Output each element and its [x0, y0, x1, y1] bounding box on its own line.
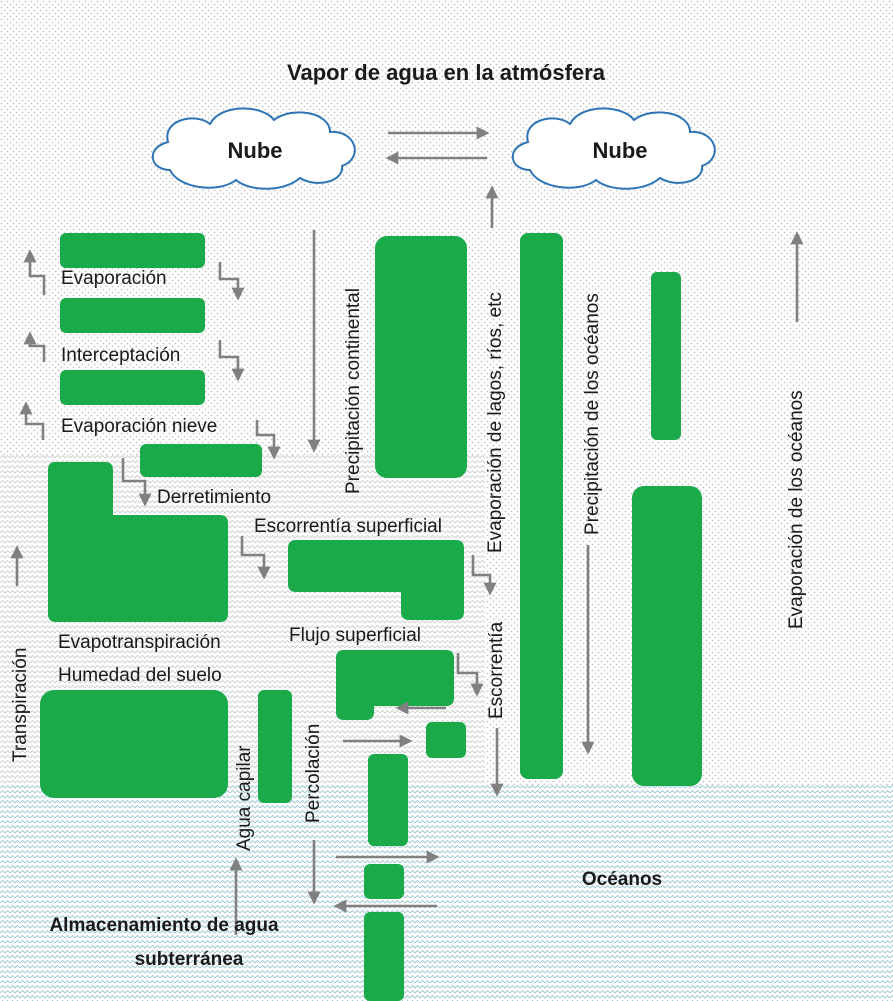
ocean-precipitation-box — [520, 233, 563, 779]
cloud-right-label: Nube — [593, 138, 648, 163]
surface-runoff-down-arrow — [471, 555, 497, 596]
evaporation-up-arrow — [23, 249, 46, 295]
label-runoff: Escorrentía — [486, 621, 507, 719]
evapotranspiration-to-runoff-arrow — [240, 536, 271, 580]
label-percolation: Percolación — [303, 724, 324, 823]
soil-moisture-box — [40, 690, 228, 798]
ocean-tall-box — [632, 486, 702, 786]
melt-down-arrow — [121, 458, 152, 507]
surface-flow-down-arrow — [456, 653, 484, 697]
label-capillary-water: Agua capilar — [234, 745, 255, 851]
label-surface-flow: Flujo superficial — [289, 625, 421, 646]
snow-evaporation-up-arrow — [19, 401, 45, 440]
groundwater-lower-box — [364, 912, 404, 1001]
label-soil-moisture: Humedad del suelo — [58, 665, 222, 686]
cloud-left-label: Nube — [228, 138, 283, 163]
label-melt: Derretimiento — [157, 487, 271, 508]
label-lake-evaporation: Evaporación de lagos, ríos, etc — [485, 292, 506, 553]
snow-evaporation-down-arrow — [255, 420, 281, 460]
snow-evaporation-box — [60, 370, 205, 405]
label-groundwater-line2: subterránea — [135, 949, 244, 970]
interception-box — [60, 298, 205, 333]
label-oceans: Océanos — [582, 869, 662, 890]
label-ocean-evaporation: Evaporación de los océanos — [786, 390, 807, 629]
continental-precipitation-box — [375, 236, 467, 478]
label-evapotranspiration: Evapotranspiración — [58, 632, 221, 653]
cloud-right: Nube — [511, 107, 716, 190]
capillary-water-box — [258, 690, 292, 803]
groundwater-middle-box — [364, 864, 404, 899]
label-continental-precipitation: Precipitación continental — [343, 288, 364, 494]
label-ocean-precipitation: Precipitación de los océanos — [582, 293, 603, 535]
interception-up-arrow — [23, 331, 46, 362]
small-runoff-box — [426, 722, 466, 758]
melt-box — [140, 444, 262, 477]
evaporation-down-arrow — [218, 262, 245, 301]
diagram-title: Vapor de agua en la atmósfera — [287, 60, 606, 85]
evaporation-box — [60, 233, 205, 268]
interception-down-arrow — [218, 340, 245, 382]
ocean-region — [410, 785, 893, 1001]
evapotranspiration-box — [48, 462, 228, 622]
surface-flow-box — [336, 650, 454, 720]
label-interception: Interceptación — [61, 345, 180, 366]
label-evaporation: Evaporación — [61, 268, 167, 289]
label-snow-evaporation: Evaporación nieve — [61, 416, 217, 437]
ocean-evaporation-small-box — [651, 272, 681, 440]
groundwater-upper-box — [368, 754, 408, 846]
cloud-left: Nube — [151, 107, 356, 190]
label-surface-runoff: Escorrentía superficial — [254, 516, 442, 537]
surface-runoff-box — [288, 540, 464, 620]
label-groundwater-line1: Almacenamiento de agua — [49, 915, 279, 936]
label-transpiration: Transpiración — [10, 648, 31, 762]
